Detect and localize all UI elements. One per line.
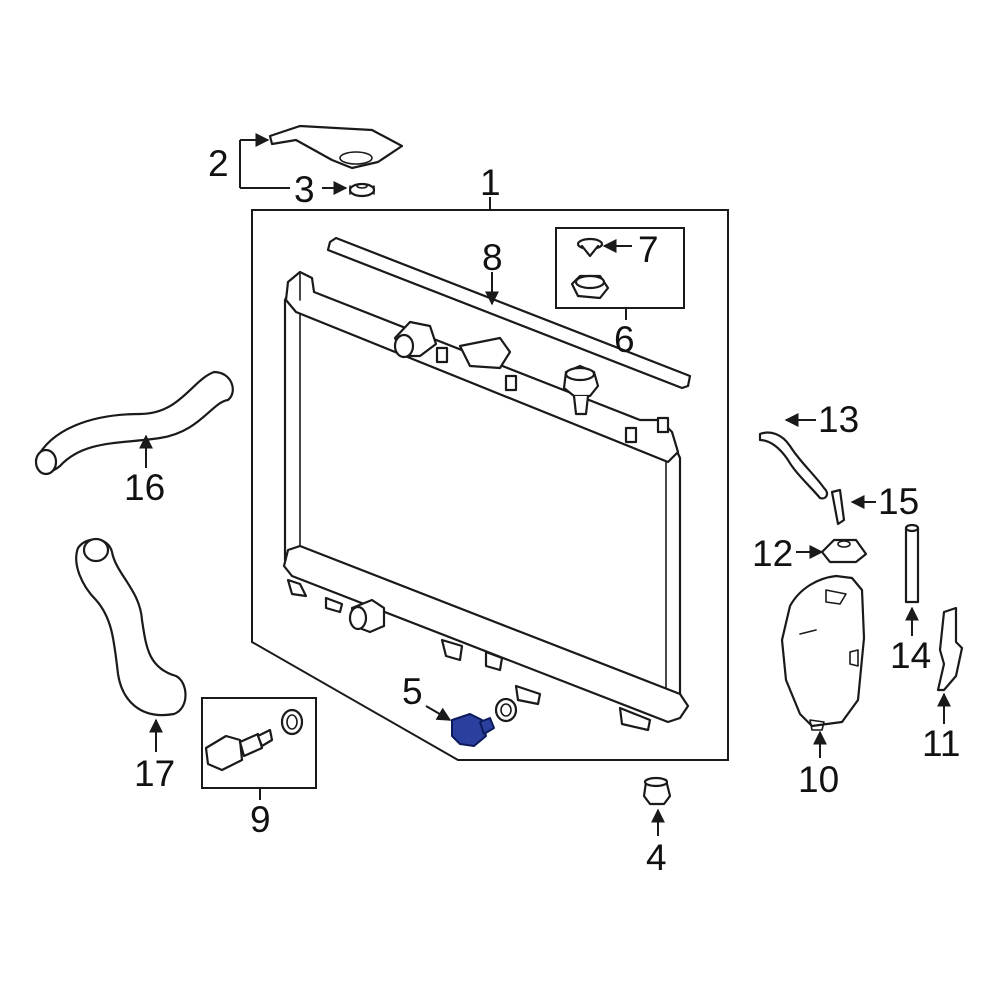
callout-2: 2 [208,143,229,184]
callout-9: 9 [250,799,271,840]
drain-plug [451,713,495,747]
lower-cushion [642,776,672,806]
temperature-sensor [204,728,274,772]
lower-hose [75,537,187,717]
callout-8: 8 [482,237,503,278]
leader-5 [425,705,452,721]
callout-1: 1 [480,162,501,203]
sensor-o-ring [280,708,304,736]
radiator-cap [570,274,610,300]
reservoir-cap [820,538,868,564]
drain-plug-o-ring [494,697,518,723]
cap-box [555,227,685,309]
seal-strip [326,236,692,390]
callout-15: 15 [878,481,919,522]
upper-hose [34,370,234,476]
callout-5: 5 [402,671,423,712]
cushion [348,182,376,198]
radiator-assembly-box [251,209,729,761]
callout-17: 17 [134,753,175,794]
reservoir-hose [904,523,920,604]
callout-3: 3 [294,169,315,210]
callout-4: 4 [646,837,667,878]
callout-16: 16 [124,467,165,508]
callout-6: 6 [614,319,635,360]
callout-13: 13 [818,399,859,440]
reservoir-bracket [936,606,964,692]
callout-14: 14 [890,635,931,676]
radiator [282,270,690,732]
callout-7: 7 [638,229,659,270]
callout-11: 11 [922,723,960,764]
callout-12: 12 [752,533,793,574]
cap-seal [576,237,604,258]
reservoir-tank [780,574,866,731]
upper-bracket [268,124,404,170]
callout-10: 10 [798,759,839,800]
overflow-hose [758,431,829,500]
small-hose [830,488,846,526]
